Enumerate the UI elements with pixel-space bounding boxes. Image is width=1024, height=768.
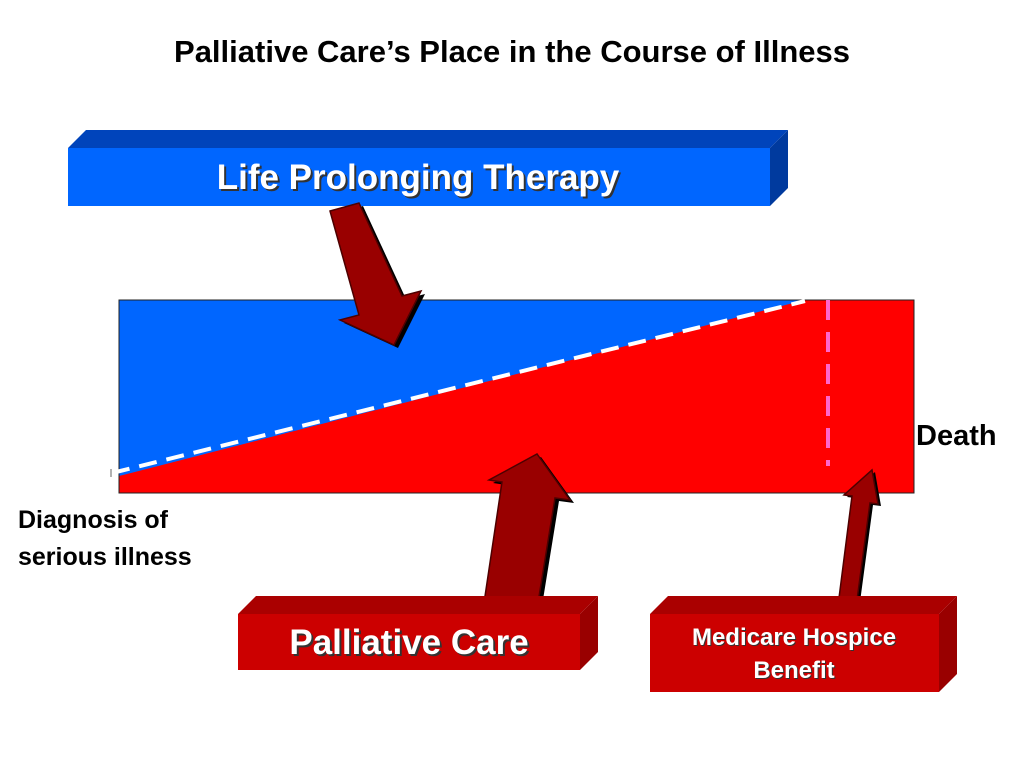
illness-course-chart bbox=[110, 299, 915, 494]
transition-dashed-line bbox=[111, 299, 806, 475]
palliative-arrow bbox=[483, 453, 574, 612]
hospice-benefit-box bbox=[650, 596, 957, 692]
slide-title: Palliative Care’s Place in the Course of… bbox=[174, 34, 850, 69]
hospice-benefit-label: Medicare Hospice Benefit bbox=[691, 624, 897, 684]
life-prolonging-box bbox=[68, 130, 788, 206]
palliative-care-box bbox=[238, 596, 598, 670]
death-label: Death bbox=[916, 420, 997, 452]
therapy-arrow bbox=[329, 202, 425, 348]
life-prolonging-label: Life Prolonging Therapy bbox=[216, 158, 620, 197]
hospice-arrow bbox=[838, 468, 881, 602]
diagnosis-label: Diagnosis of serious illness bbox=[18, 506, 192, 571]
palliative-care-label: Palliative Care bbox=[289, 623, 529, 662]
palliative-region bbox=[119, 300, 914, 493]
